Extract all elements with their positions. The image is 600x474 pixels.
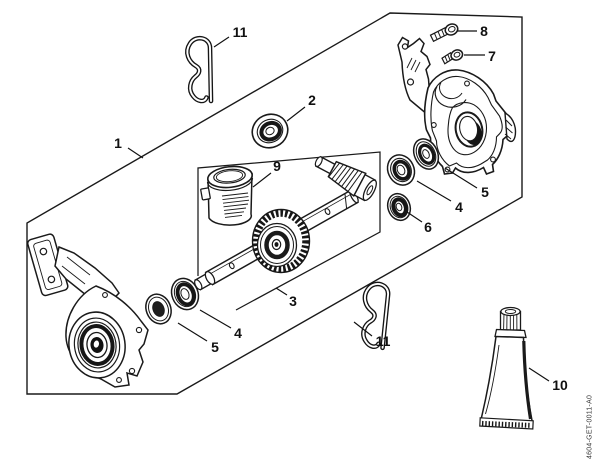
callout-label-5: 5 bbox=[211, 339, 219, 355]
gear-hub-hole bbox=[274, 242, 279, 247]
part-5-right-washer-icon bbox=[412, 138, 440, 170]
callout-label-10: 10 bbox=[552, 377, 568, 393]
callout-leader-4 bbox=[416, 180, 452, 202]
callout-label-11: 11 bbox=[233, 24, 248, 40]
part-5-left-washer-icon bbox=[145, 293, 172, 325]
doc-code: 4604-GET-0011-A0 bbox=[587, 395, 594, 459]
outer-boundary-box bbox=[26, 12, 523, 395]
callout-leader-11 bbox=[213, 36, 230, 48]
callout-label-3: 3 bbox=[289, 293, 297, 309]
callout-label-4: 4 bbox=[234, 325, 242, 341]
part-6-bearing-icon bbox=[386, 192, 412, 222]
callout-leader-9 bbox=[252, 172, 272, 188]
callout-label-2: 2 bbox=[308, 92, 316, 108]
part-10-grease-tube-icon bbox=[479, 306, 534, 430]
callout-label-5: 5 bbox=[481, 184, 489, 200]
part-3-gear-icon bbox=[251, 208, 311, 274]
part-3-worm-gear-icon bbox=[314, 155, 377, 202]
part-4-right-seal-icon bbox=[386, 154, 416, 186]
callout-leader-10 bbox=[528, 367, 550, 382]
part-2-seal-ring-icon bbox=[251, 113, 289, 149]
callout-leader-4 bbox=[199, 309, 232, 329]
callout-leader-3 bbox=[275, 287, 288, 296]
callout-leader-2 bbox=[286, 106, 306, 122]
callout-label-9: 9 bbox=[273, 158, 281, 174]
part-8-screw-icon bbox=[429, 23, 459, 43]
callout-leader-5 bbox=[444, 167, 478, 189]
callout-label-4: 4 bbox=[455, 199, 463, 215]
callout-leader-11 bbox=[353, 321, 373, 337]
callout-leader-6 bbox=[406, 211, 423, 223]
part-cover-plate-icon bbox=[397, 36, 517, 175]
part-4-left-seal-icon bbox=[170, 277, 200, 311]
callout-leader-5 bbox=[177, 322, 208, 342]
callout-label-1: 1 bbox=[114, 135, 122, 151]
callout-label-6: 6 bbox=[424, 219, 432, 235]
callout-label-11: 11 bbox=[376, 333, 391, 349]
part-7-screw-icon bbox=[441, 49, 464, 65]
subassembly-box bbox=[197, 151, 381, 311]
part-11-rclip-top-icon bbox=[187, 38, 211, 101]
callout-label-7: 7 bbox=[488, 48, 496, 64]
callout-label-8: 8 bbox=[480, 23, 488, 39]
part-gearbox-housing-icon bbox=[26, 233, 149, 388]
part-9-canister-icon bbox=[200, 165, 254, 226]
callout-leader-1 bbox=[127, 147, 144, 159]
